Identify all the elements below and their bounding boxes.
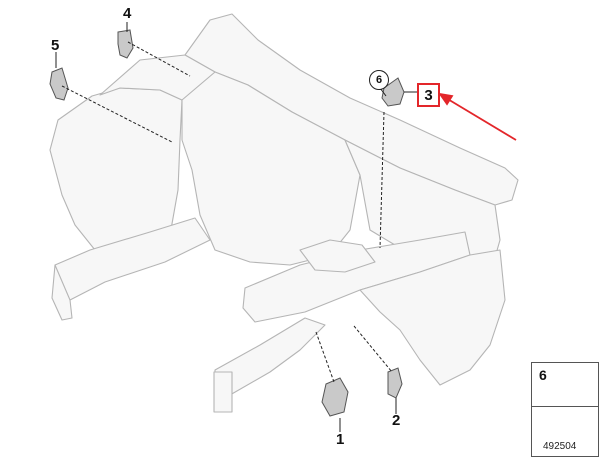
legend-item-number: 6 <box>539 367 547 383</box>
legend-box <box>531 362 599 457</box>
callout-6-circle: 6 <box>369 70 389 90</box>
callout-1: 1 <box>336 431 345 448</box>
left-frame-rail-end <box>51 264 73 321</box>
diagram-id: 492504 <box>543 441 577 452</box>
part-3-clip <box>381 77 405 107</box>
highlight-arrow-shaft <box>445 97 517 141</box>
part-2-bracket <box>387 367 403 399</box>
leader-3 <box>379 111 385 249</box>
part-5-bracket <box>49 67 69 101</box>
part-4-bracket <box>117 29 134 59</box>
right-strut-top <box>299 239 376 273</box>
callout-2: 2 <box>392 412 401 429</box>
callout-5: 5 <box>51 37 60 54</box>
callout-3-highlight: 3 <box>417 83 440 107</box>
highlight-arrow-head <box>438 92 454 106</box>
leader-2 <box>353 325 393 373</box>
leader-5 <box>61 85 173 143</box>
left-front-rail-end <box>213 371 233 413</box>
leader-4 <box>127 41 191 77</box>
leader-1 <box>315 331 335 383</box>
right-frame-rail <box>359 249 506 386</box>
legend-divider <box>531 406 599 407</box>
callout-4: 4 <box>123 5 132 22</box>
part-1-bracket <box>321 377 349 417</box>
